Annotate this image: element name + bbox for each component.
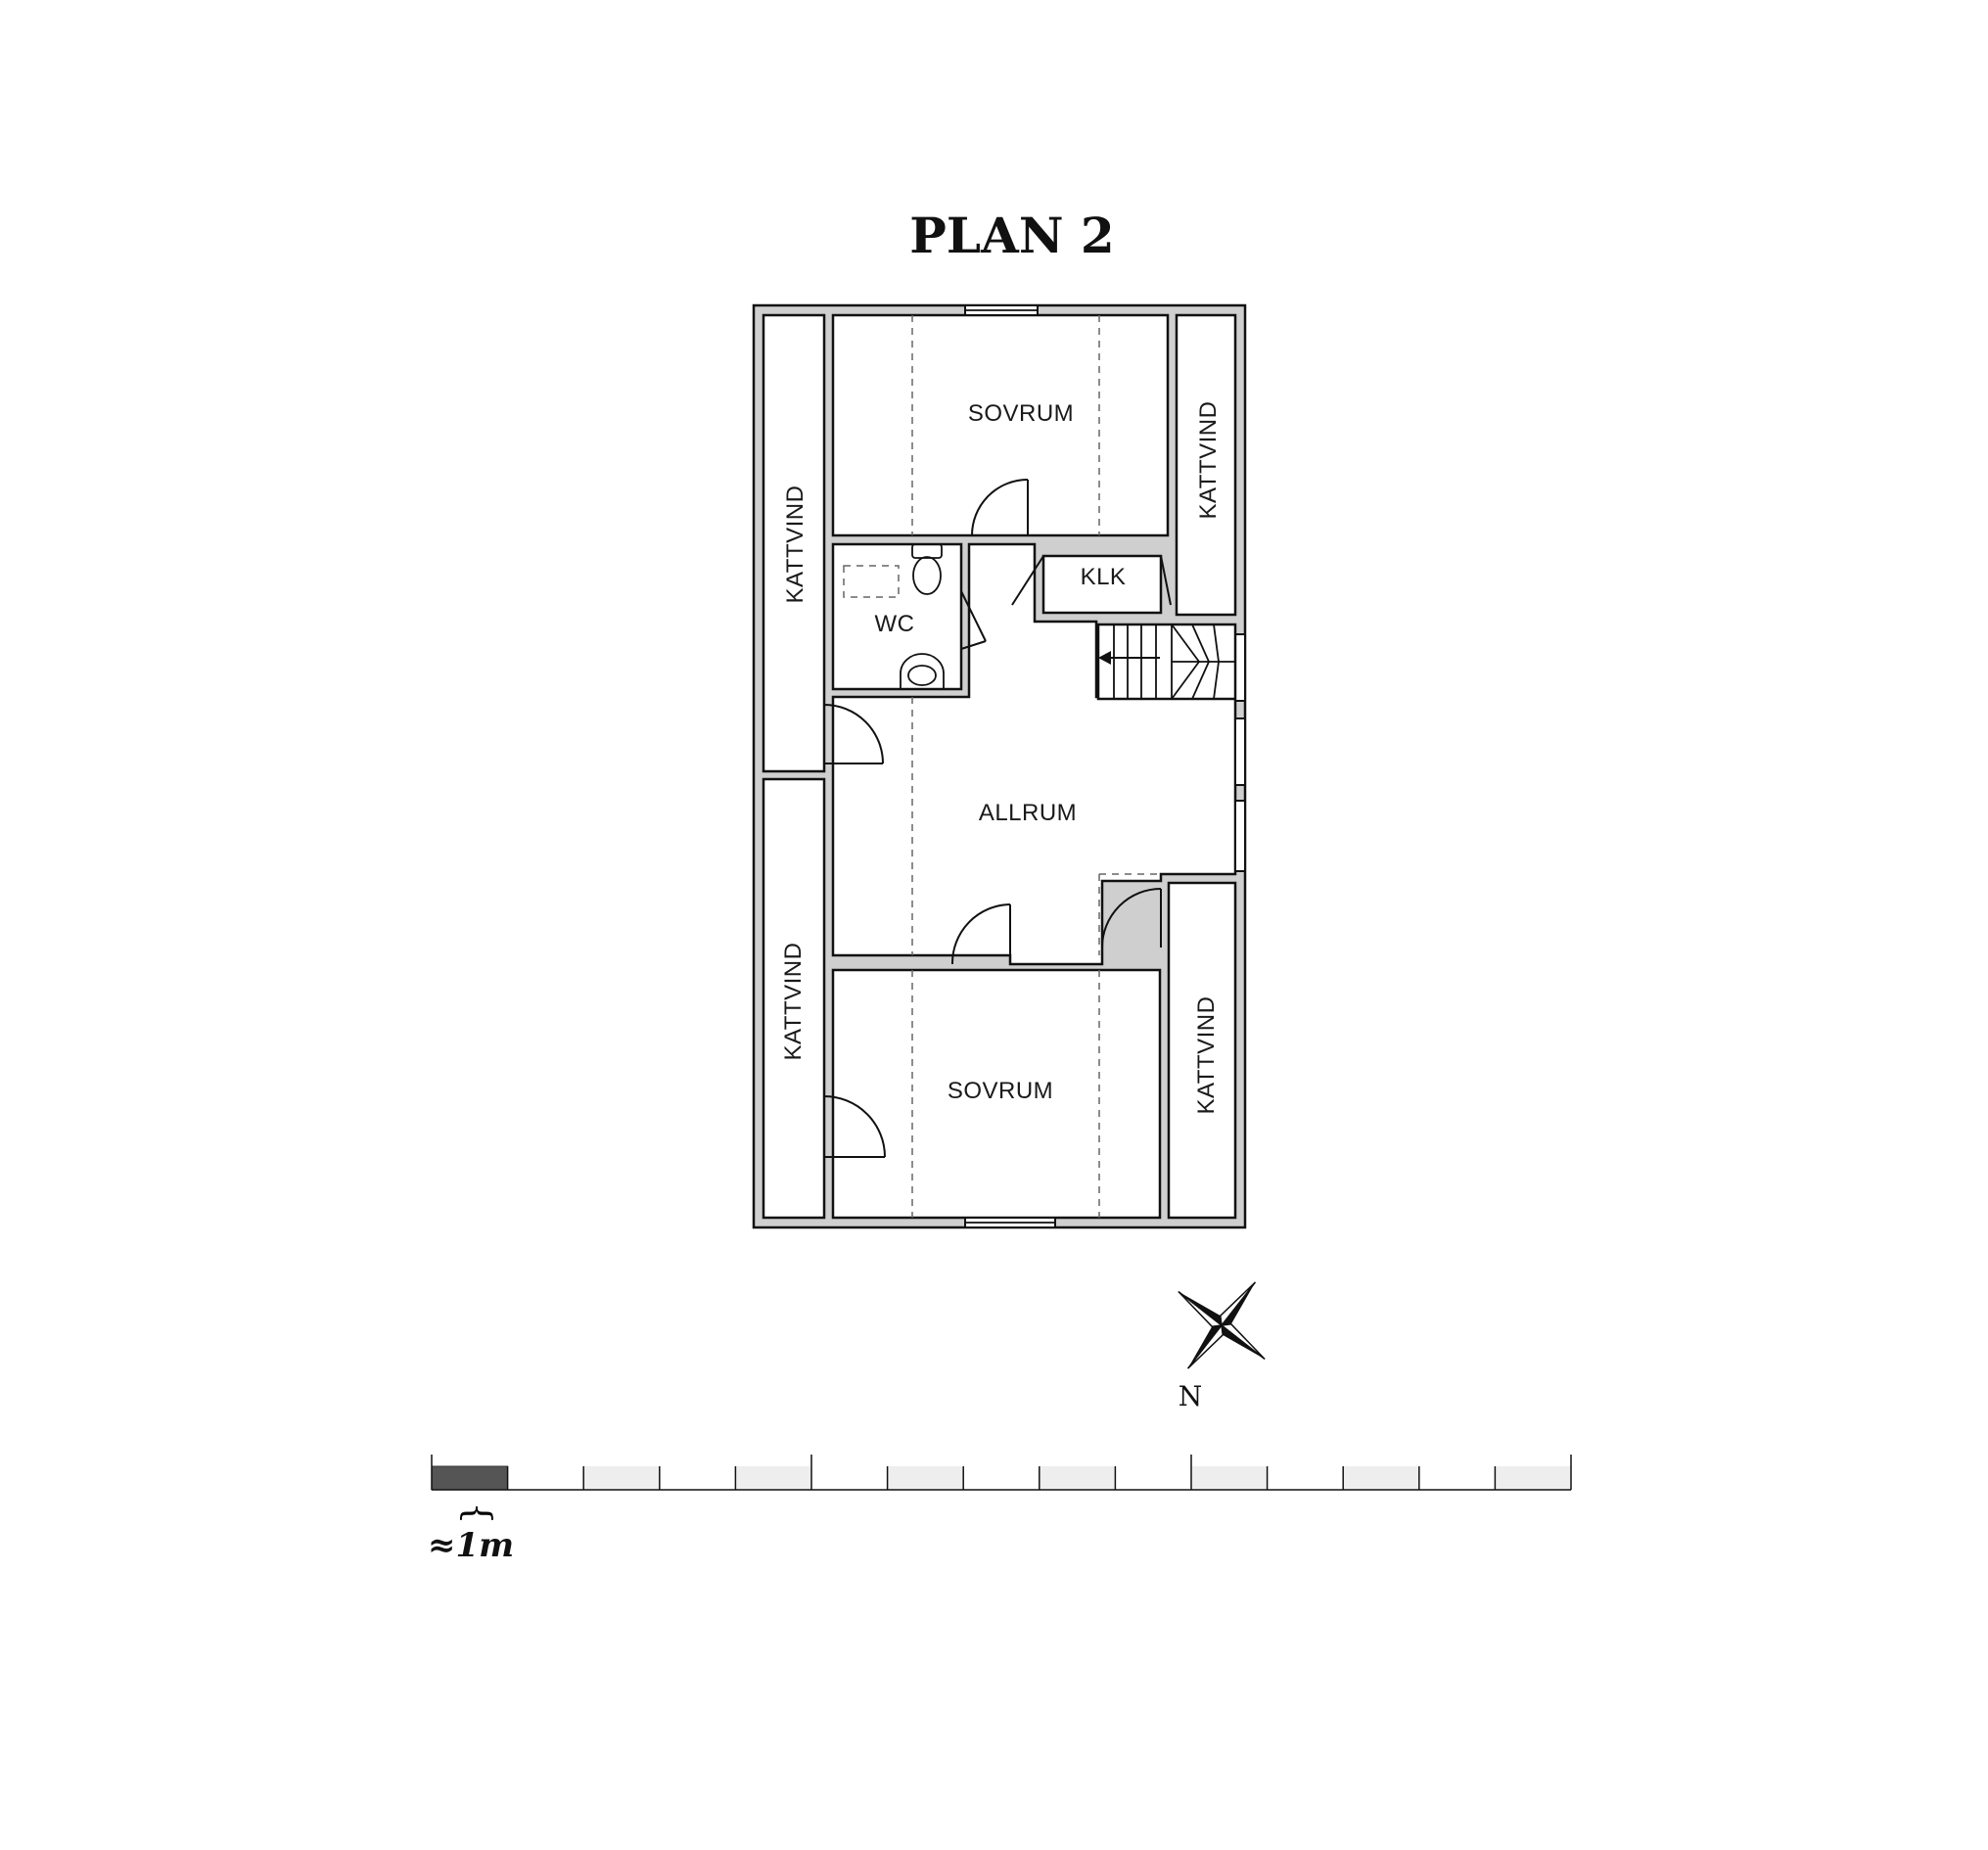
scale-segment bbox=[963, 1466, 1040, 1490]
label-living-room: ALLRUM bbox=[979, 800, 1077, 826]
scale-segment bbox=[1418, 1466, 1496, 1490]
window-right-2 bbox=[1234, 717, 1246, 786]
scale-segment bbox=[431, 1465, 509, 1491]
scale-segment bbox=[1115, 1466, 1191, 1490]
attic-right-bottom bbox=[1167, 881, 1237, 1220]
attic-left-bottom bbox=[762, 777, 826, 1220]
scale-segment bbox=[735, 1466, 811, 1490]
door-attic-left-bottom bbox=[823, 1095, 886, 1158]
closet-klk bbox=[1041, 554, 1163, 615]
label-bedroom-top: SOVRUM bbox=[968, 400, 1074, 427]
door-klk bbox=[1011, 555, 1172, 606]
label-attic-left-top: KATTVIND bbox=[782, 486, 809, 604]
scale-segment bbox=[887, 1466, 964, 1490]
sink-icon bbox=[900, 653, 945, 690]
scale-bar bbox=[431, 1455, 1572, 1491]
bedroom-bottom bbox=[831, 968, 1162, 1220]
staircase bbox=[1096, 623, 1237, 701]
scale-bracket: { bbox=[457, 1503, 497, 1525]
label-attic-left-bottom: KATTVIND bbox=[780, 943, 807, 1061]
label-attic-right-bottom: KATTVIND bbox=[1193, 996, 1220, 1115]
plan-title: PLAN 2 bbox=[909, 207, 1114, 264]
door-bedroom-top bbox=[971, 479, 1029, 536]
scale-label: ≈1m bbox=[428, 1526, 514, 1565]
label-wc: WC bbox=[875, 611, 915, 637]
label-attic-right-top: KATTVIND bbox=[1195, 401, 1222, 520]
toilet-icon bbox=[911, 543, 943, 595]
door-wc bbox=[960, 590, 987, 650]
scale-segment bbox=[1039, 1466, 1116, 1490]
window-right-1 bbox=[1234, 633, 1246, 702]
door-bedroom-bottom bbox=[950, 903, 1011, 965]
scale-segment bbox=[1267, 1466, 1344, 1490]
compass-north-label: N bbox=[1179, 1380, 1203, 1412]
label-klk: KLK bbox=[1081, 564, 1127, 590]
door-attic-left-top bbox=[823, 704, 884, 764]
compass-rose-icon bbox=[1178, 1281, 1266, 1369]
bedroom-top bbox=[831, 313, 1170, 537]
attic-left-top bbox=[762, 313, 826, 773]
scale-segment bbox=[811, 1466, 888, 1490]
scale-segment bbox=[1343, 1466, 1419, 1490]
scale-segment bbox=[1191, 1466, 1268, 1490]
door-attic-right-bottom bbox=[1101, 888, 1162, 948]
window-right-3 bbox=[1234, 800, 1246, 872]
scale-segment bbox=[1495, 1466, 1571, 1490]
attic-right-top bbox=[1175, 313, 1237, 617]
scale-segment bbox=[583, 1466, 660, 1490]
scale-segment bbox=[659, 1466, 736, 1490]
label-bedroom-bottom: SOVRUM bbox=[948, 1078, 1053, 1104]
scale-segment bbox=[507, 1466, 584, 1490]
shower-area bbox=[843, 565, 900, 598]
